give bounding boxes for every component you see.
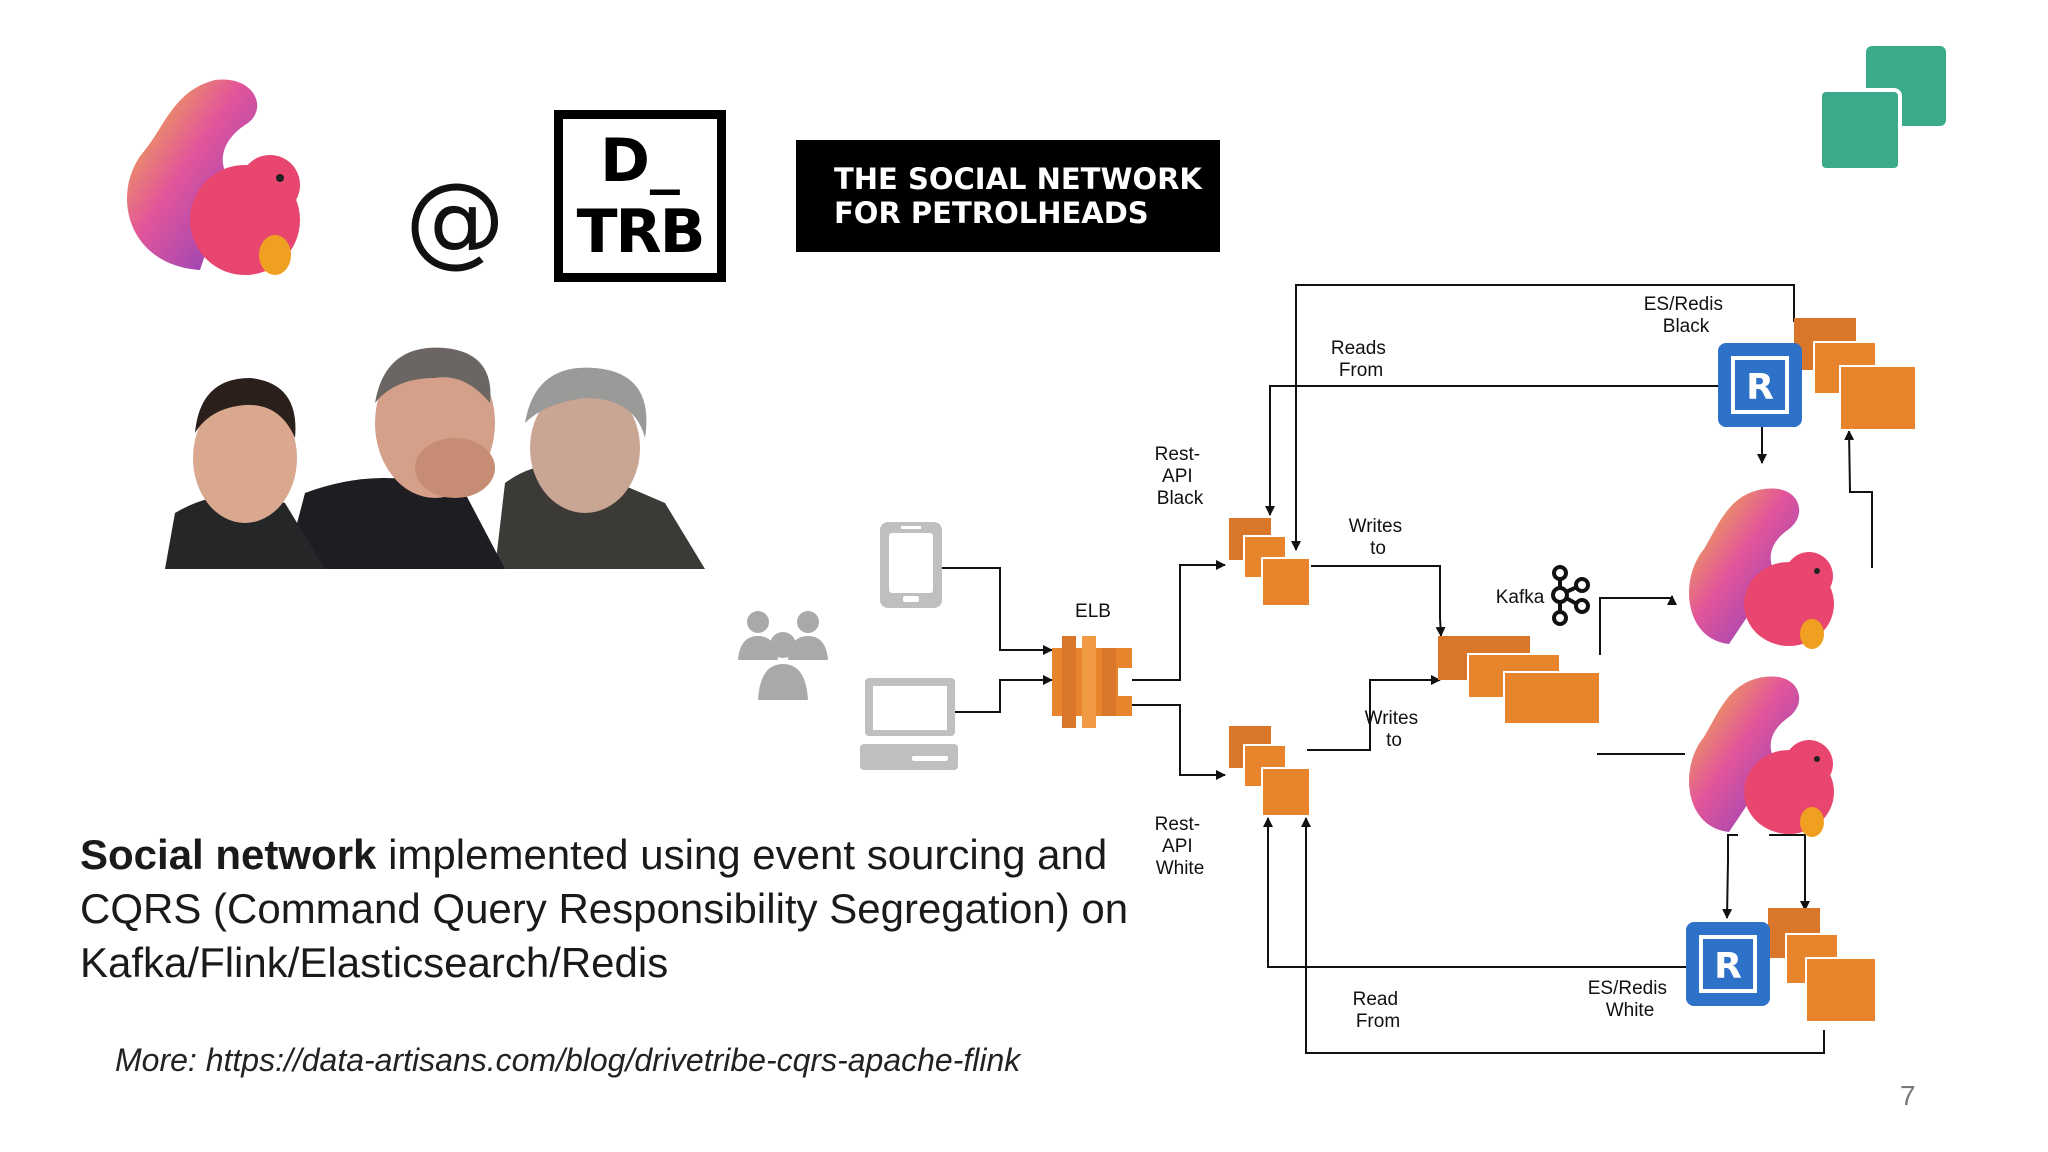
connector-lines: [942, 284, 1873, 1054]
label-rest-api-white: Rest- API White: [1155, 814, 1206, 879]
description-rest: implemented using event sourcing and CQR…: [80, 831, 1129, 986]
at-sign: @: [405, 161, 505, 278]
svg-text:R: R: [1746, 367, 1774, 408]
redis-white-chip-icon: R: [1686, 922, 1770, 1006]
label-es-redis-white: ES/Redis White: [1588, 978, 1672, 1021]
presenters-photo: [165, 343, 725, 569]
drivetribe-logo-top: D_: [600, 126, 680, 196]
label-elb: ELB: [1075, 601, 1111, 622]
es-redis-white-orange-stack-icon: [1768, 908, 1877, 1023]
flink-top-icon: [1689, 488, 1834, 649]
slide-description: Social network implemented using event s…: [80, 828, 1140, 990]
page-number: 7: [1900, 1080, 1916, 1111]
rest-api-white-icon: [1229, 726, 1311, 817]
es-redis-black-orange-stack-icon: [1794, 318, 1917, 431]
description-bold: Social network: [80, 831, 377, 878]
label-writes-to-bottom: Writes to: [1365, 708, 1424, 751]
rest-api-black-icon: [1229, 518, 1311, 607]
label-kafka: Kafka: [1496, 587, 1545, 608]
flink-bottom-icon: [1689, 676, 1834, 837]
more-info-link[interactable]: More: https://data-artisans.com/blog/dri…: [115, 1042, 1021, 1078]
drivetribe-logo: D_ TRB: [554, 110, 726, 282]
drivetribe-logo-bottom: TRB: [576, 197, 706, 267]
users-icon: [738, 611, 828, 700]
mobile-phone-icon: [880, 522, 942, 608]
tagline-banner: THE SOCIAL NETWORK FOR PETROLHEADS: [796, 140, 1220, 252]
tagline-line-1: THE SOCIAL NETWORK: [834, 162, 1202, 196]
flink-squirrel-logo-icon: [127, 79, 300, 275]
svg-text:R: R: [1714, 946, 1742, 987]
label-reads-from: Reads From: [1331, 338, 1391, 381]
label-rest-api-black: Rest- API Black: [1155, 444, 1206, 509]
brand-logo-icon: [1818, 46, 1946, 172]
kafka-stack-icon: [1438, 636, 1601, 725]
label-writes-to-top: Writes to: [1349, 516, 1408, 559]
tagline-line-2: FOR PETROLHEADS: [834, 196, 1149, 230]
label-read-from: Read From: [1353, 989, 1404, 1032]
kafka-logo-icon: [1551, 565, 1590, 626]
redis-black-chip-icon: R: [1718, 343, 1802, 427]
elb-icon: [1052, 636, 1132, 728]
laptop-icon: [860, 678, 958, 770]
label-es-redis-black: ES/Redis Black: [1644, 294, 1728, 337]
